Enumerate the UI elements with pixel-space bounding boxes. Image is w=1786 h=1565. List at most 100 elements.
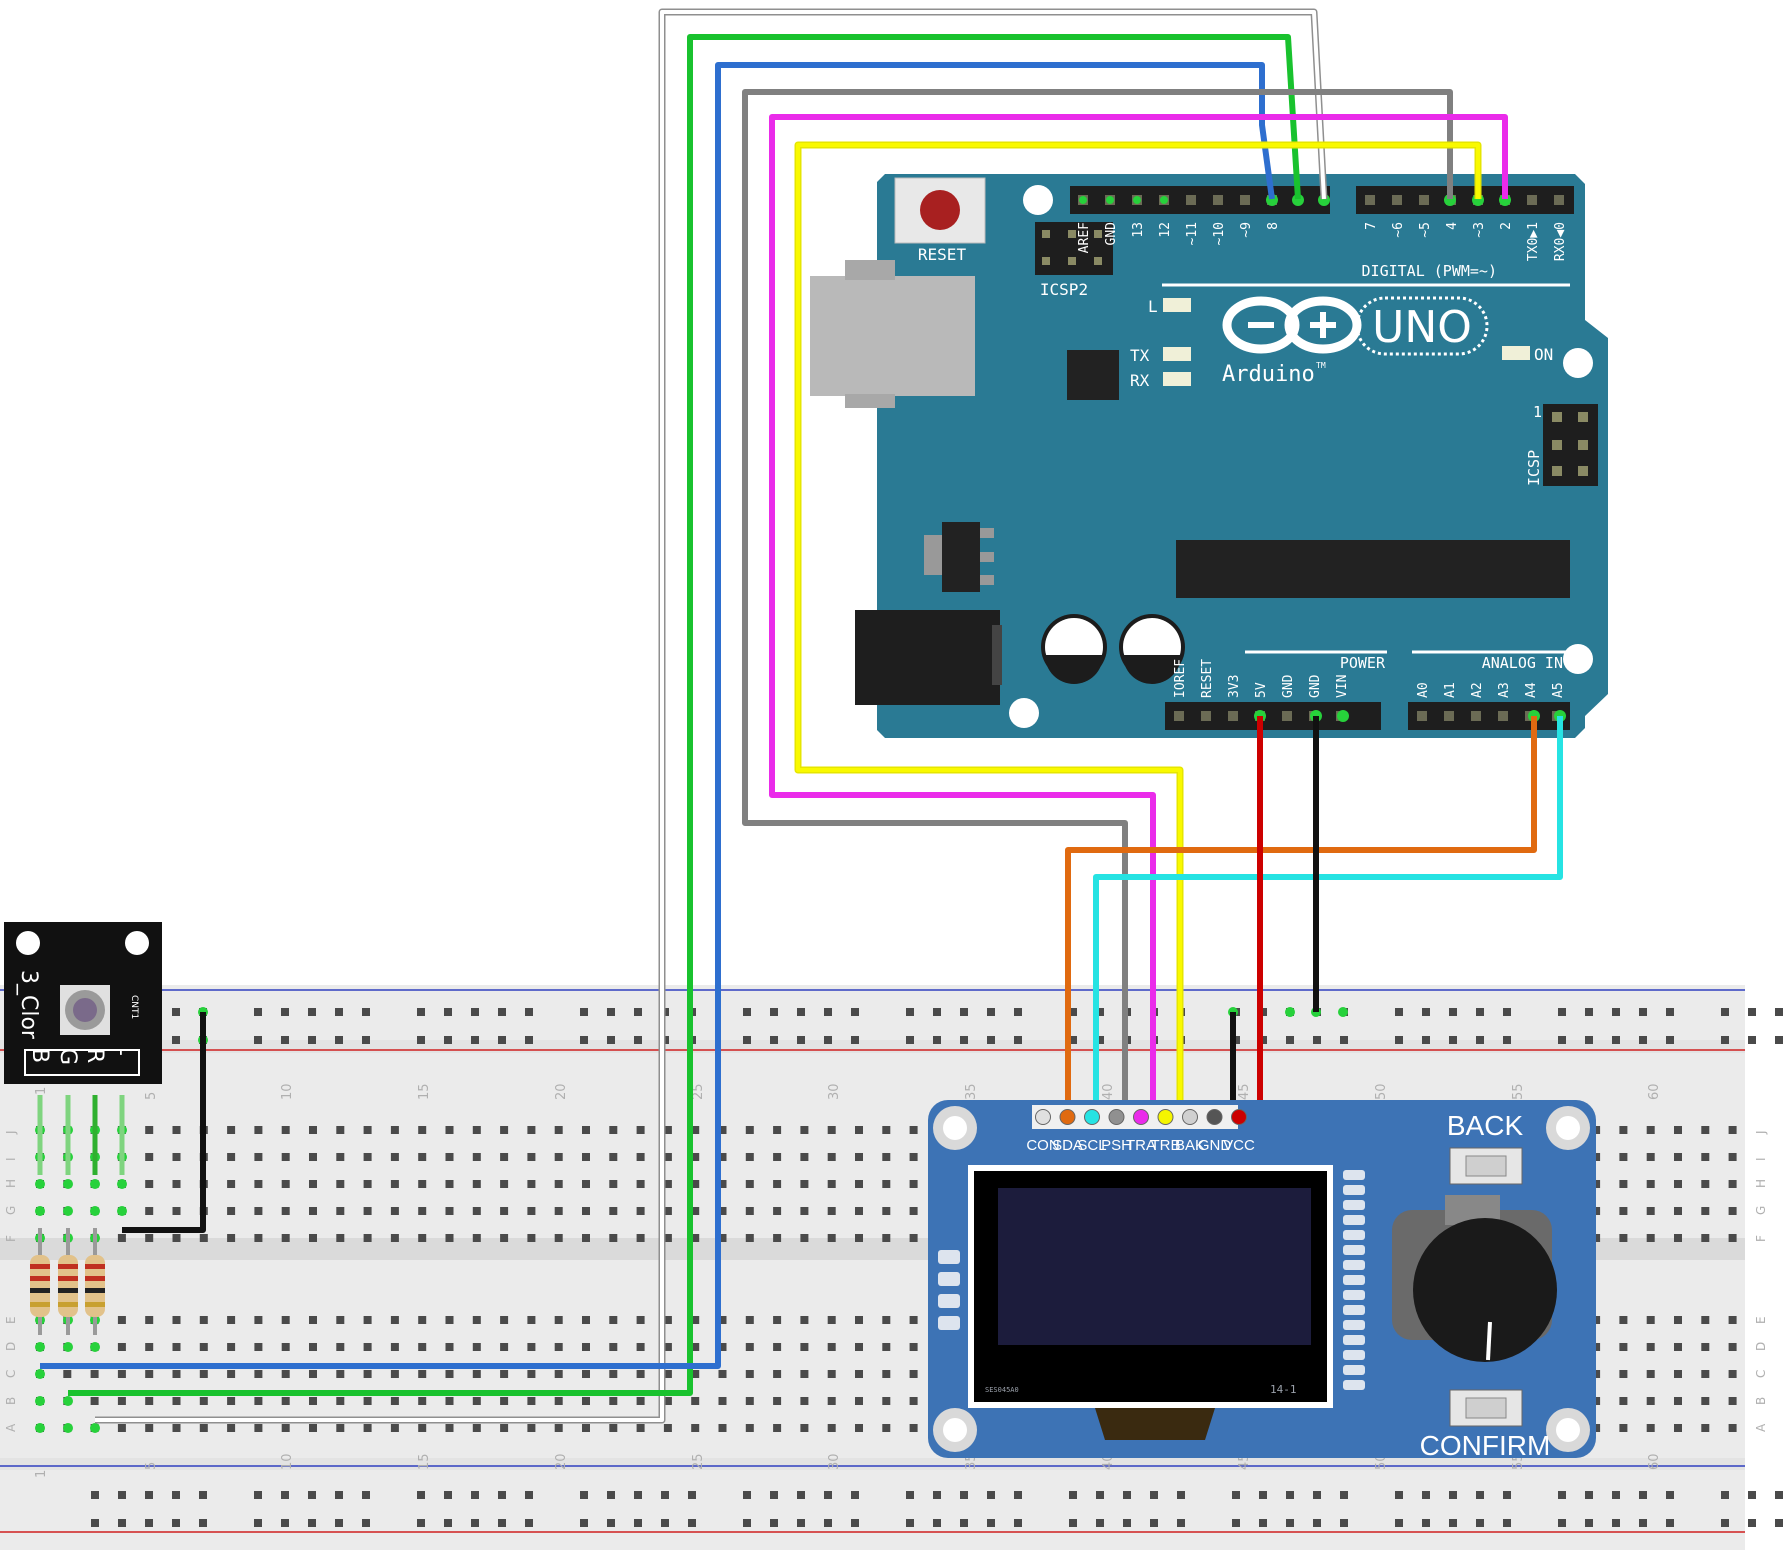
breadboard-hole [882,1234,891,1242]
rail-hole [1422,1008,1430,1016]
breadboard-hole [1674,1153,1682,1161]
breadboard-hole [145,1316,154,1324]
rail-hole [634,1008,642,1016]
breadboard-hole [909,1234,918,1242]
rail-hole [362,1491,370,1499]
rail-hole [1449,1519,1457,1527]
breadboard-hole [445,1234,454,1242]
rail-hole [172,1519,180,1527]
rail-hole [525,1036,533,1044]
rail-hole [1612,1008,1620,1016]
rail-hole [1721,1008,1729,1016]
connected-hole [90,1179,100,1189]
rail-hole [960,1008,968,1016]
oled-pin [1133,1109,1149,1125]
pin-label: 3V3 [1227,675,1242,698]
breadboard-hole [663,1397,672,1405]
breadboard-hole [363,1153,372,1161]
breadboard-hole [582,1207,590,1215]
rail-hole [1748,1519,1756,1527]
icsp2-label: ICSP2 [1040,280,1088,299]
confirm-button [1449,1389,1523,1427]
breadboard-hole [1701,1126,1710,1134]
oled-pin [1182,1109,1198,1125]
rail-hole [199,1491,207,1499]
reset-label: RESET [918,245,967,264]
breadboard-hole [336,1370,345,1378]
breadboard-hole [117,1234,126,1242]
rail-hole [960,1491,968,1499]
row-letter: I [1754,1157,1768,1161]
rail-hole [743,1036,751,1044]
rail-hole [824,1519,832,1527]
breadboard-hole [172,1316,181,1324]
row-letter: F [4,1235,18,1242]
breadboard-hole [1728,1370,1737,1378]
pad [1343,1350,1365,1360]
breadboard-hole [1728,1343,1737,1351]
breadboard-hole [718,1397,727,1405]
breadboard-hole [336,1180,345,1188]
rail-hole [797,1036,805,1044]
column-number-top: 25 [691,1083,706,1100]
breadboard-hole [554,1180,563,1188]
rail-hole [1123,1491,1131,1499]
breadboard-hole [718,1180,727,1188]
breadboard-hole [773,1424,782,1432]
rail-hole [471,1519,479,1527]
microcontroller-chip [1176,540,1570,598]
breadboard-hole [745,1126,754,1134]
usb-connector-tab [845,394,895,408]
rail-hole [933,1491,941,1499]
breadboard-hole [1646,1397,1655,1405]
rail-hole [1313,1519,1321,1527]
breadboard-hole [909,1397,918,1405]
row-letter: D [4,1342,18,1351]
breadboard-hole [390,1370,399,1378]
breadboard-hole [582,1153,590,1161]
connected-hole [35,1206,45,1216]
breadboard-hole [445,1316,454,1324]
oled-pin-label: CON [1026,1137,1059,1154]
breadboard-hole [1646,1207,1655,1215]
breadboard-hole [390,1343,399,1351]
column-number-top: 45 [1237,1083,1252,1100]
mounting-hole [16,931,40,955]
breadboard-hole [1728,1316,1737,1324]
oled-pin [1059,1109,1076,1125]
breadboard-hole [745,1207,754,1215]
breadboard-hole [390,1126,399,1134]
breadboard-hole [1619,1207,1628,1215]
rail-hole [770,1036,778,1044]
oled-pin [1108,1109,1125,1125]
pin-label: GND [1308,674,1323,698]
breadboard-hole [1619,1126,1628,1134]
rail-hole [743,1491,751,1499]
row-letter: G [1754,1206,1768,1215]
rail-hole [335,1491,343,1499]
breadboard-hole [472,1126,481,1134]
rail-hole [933,1008,941,1016]
connected-pin [1160,196,1168,204]
breadboard-hole [663,1126,672,1134]
breadboard-hole [145,1234,154,1242]
breadboard-hole [145,1424,154,1432]
rail-hole [1232,1491,1240,1499]
arduino-logo [1222,296,1489,356]
breadboard-hole [882,1424,891,1432]
rail-hole [1096,1036,1104,1044]
rail-hole [1503,1491,1511,1499]
breadboard-hole [718,1424,727,1432]
breadboard-hole [445,1180,454,1188]
breadboard-hole [1701,1316,1710,1324]
rail-hole [1476,1491,1484,1499]
rail-hole [498,1519,506,1527]
breadboard-hole [1592,1234,1601,1242]
breadboard-hole [363,1343,372,1351]
rail-hole [1395,1008,1403,1016]
oled-pin [1035,1109,1051,1125]
column-number-top: 50 [1374,1083,1389,1100]
led-l-label: L [1148,297,1158,316]
breadboard-hole [800,1397,809,1405]
breadboard-hole [1619,1343,1628,1351]
